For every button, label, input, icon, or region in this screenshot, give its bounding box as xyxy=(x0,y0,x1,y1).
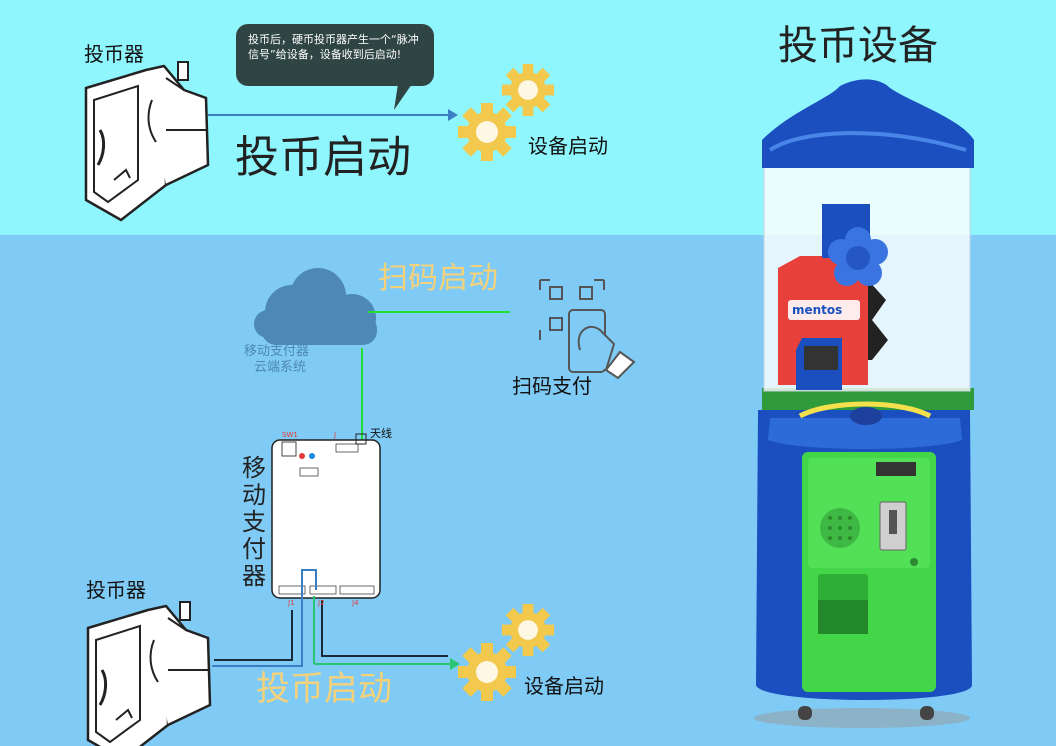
bottom-gear-icon-large xyxy=(458,643,516,701)
machine-title: 投币设备 xyxy=(778,23,938,69)
top-coin-acceptor-label: 投币器 xyxy=(84,42,144,66)
bottom-coin-acceptor-label: 投币器 xyxy=(86,578,146,602)
bottom-arrow-line xyxy=(313,596,460,670)
top-gear-icon-large xyxy=(458,103,516,161)
top-device-start-label: 设备启动 xyxy=(528,134,608,158)
cloud-label-line2: 云端系统 xyxy=(254,360,307,375)
scan-start-label: 扫码启动 xyxy=(378,261,498,296)
payment-board xyxy=(271,433,381,599)
coin-signal-wires xyxy=(212,569,448,667)
bottom-gear-icon-small xyxy=(501,603,555,657)
bottom-device-start-label: 设备启动 xyxy=(524,674,604,698)
bottom-coin-start-label: 投币启动 xyxy=(256,669,392,709)
qr-phone-icon xyxy=(539,279,636,380)
coin-machine-illustration xyxy=(754,79,974,728)
board-j-label: J xyxy=(334,431,337,439)
top-coin-acceptor-icon xyxy=(84,60,210,222)
board-vertical-label: 移动支付器 xyxy=(242,454,266,590)
cloud-icon xyxy=(254,268,377,345)
speech-bubble-text: 投币后，硬币投币器产生一个“脉冲信号”给设备，设备收到后启动! xyxy=(248,33,419,61)
board-sw-label: SW1 xyxy=(282,431,298,439)
cloud-label-line1: 移动支付器 xyxy=(244,344,310,359)
board-j1-label: J1 xyxy=(288,599,295,607)
board-j4-label: J4 xyxy=(352,599,359,607)
speech-bubble xyxy=(236,24,434,110)
top-coin-start-label: 投币启动 xyxy=(235,132,411,183)
board-j2-label: J2 xyxy=(318,599,325,607)
scan-pay-label: 扫码支付 xyxy=(512,374,592,398)
antenna-label: 天线 xyxy=(370,427,392,440)
top-gear-icon-small xyxy=(501,63,555,117)
machine-brand-label: mentos xyxy=(792,303,843,317)
bottom-coin-acceptor-icon xyxy=(86,600,212,746)
top-arrow-line xyxy=(208,109,458,121)
